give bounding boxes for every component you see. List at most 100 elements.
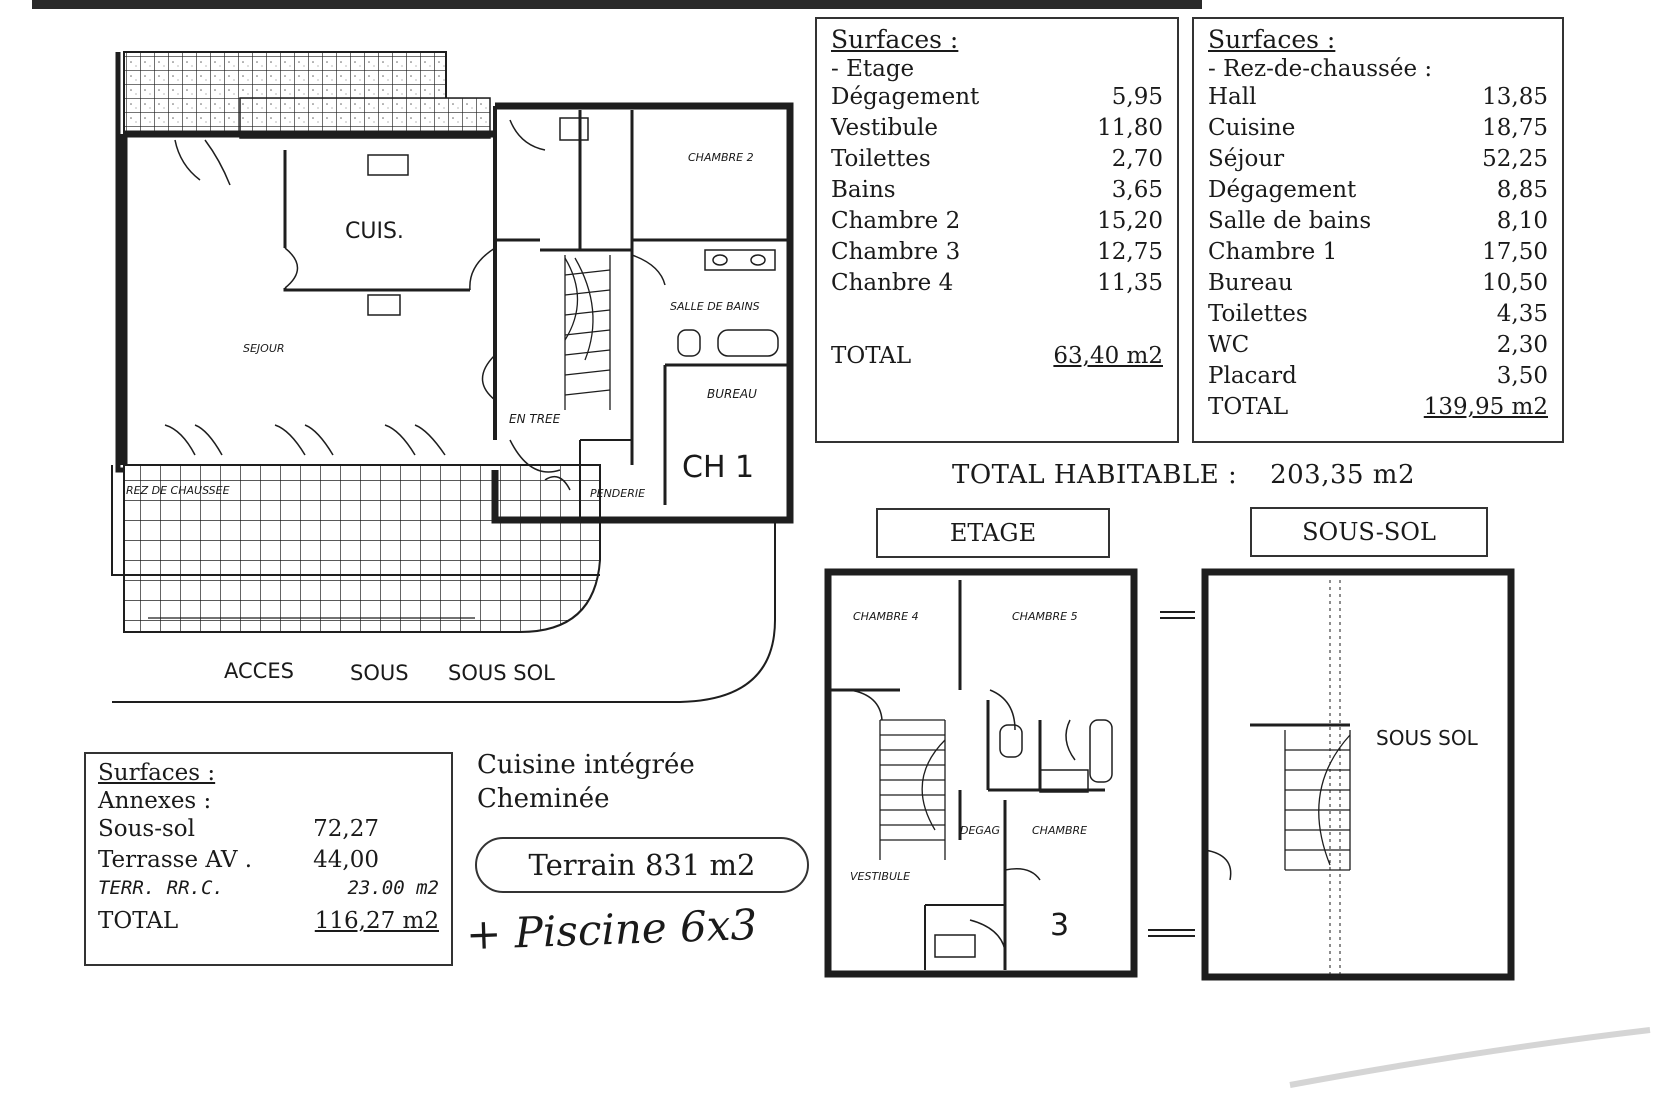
- row-value: 15,20: [1097, 208, 1163, 234]
- label-entree: EN TREE: [509, 412, 561, 426]
- rdc-surfaces-subtitle: - Rez-de-chaussée :: [1208, 56, 1433, 82]
- label-bureau: BUREAU: [707, 387, 757, 401]
- annexes-surfaces-subtitle: Annexes :: [98, 788, 212, 814]
- table-row: Dégagement 5,95: [831, 82, 1163, 113]
- row-value: 11,80: [1097, 115, 1163, 141]
- row-value: 3,50: [1496, 363, 1548, 389]
- table-row: Toilettes 2,70: [831, 144, 1163, 175]
- row-value: 3,65: [1111, 177, 1163, 203]
- row-value: 17,50: [1482, 239, 1548, 265]
- total-habitable-label: TOTAL HABITABLE :: [952, 460, 1238, 490]
- row-value: 23.00 m2: [347, 877, 439, 899]
- row-value: 2,70: [1111, 146, 1163, 172]
- label-salle-de-bains: SALLE DE BAINS: [670, 300, 760, 313]
- label-chambre4: CHAMBRE 4: [853, 610, 919, 623]
- label-ch1: CH 1: [682, 450, 754, 485]
- table-row: Bains 3,65: [831, 175, 1163, 206]
- row-value: 52,25: [1482, 146, 1548, 172]
- plan-connectors: [1148, 611, 1195, 937]
- label-chambre5: CHAMBRE 5: [1012, 610, 1078, 623]
- label-acces: ACCES: [224, 659, 294, 683]
- label-rez-de-chaussee: REZ DE CHAUSSEE: [126, 484, 230, 497]
- row-value: 8,10: [1496, 208, 1548, 234]
- table-row: Cuisine 18,75: [1208, 113, 1548, 144]
- table-row: Toilettes 4,35: [1208, 299, 1548, 330]
- row-label: Chanbre 4: [831, 270, 954, 296]
- table-row: Séjour 52,25: [1208, 144, 1548, 175]
- row-value: 44,00: [313, 847, 379, 873]
- note-cheminee: Cheminée: [477, 784, 610, 814]
- row-value: 72,27: [313, 816, 379, 842]
- label-num3: 3: [1050, 908, 1069, 943]
- row-label: Toilettes: [1208, 301, 1308, 327]
- total-row: TOTAL 139,95 m2: [1208, 392, 1548, 423]
- table-row: Chambre 3 12,75: [831, 237, 1163, 268]
- total-label: TOTAL: [1208, 394, 1289, 420]
- total-habitable-value: 203,35 m2: [1270, 460, 1415, 490]
- table-row: Chambre 1 17,50: [1208, 237, 1548, 268]
- label-degag: DEGAG: [960, 824, 1000, 837]
- row-label: Salle de bains: [1208, 208, 1372, 234]
- label-penderie: PENDERIE: [590, 487, 645, 500]
- terrain-badge: Terrain 831 m2: [475, 837, 809, 893]
- table-row: Chambre 2 15,20: [831, 206, 1163, 237]
- row-label: Placard: [1208, 363, 1297, 389]
- total-label: TOTAL: [98, 908, 179, 934]
- etage-surfaces-subtitle: - Etage: [831, 56, 915, 82]
- table-row: Terrasse AV . 44,00: [98, 845, 439, 876]
- row-label: Chambre 3: [831, 239, 961, 265]
- etage-plan: [824, 568, 1138, 978]
- row-label: Chambre 2: [831, 208, 961, 234]
- table-row: Salle de bains 8,10: [1208, 206, 1548, 237]
- label-sejour: SEJOUR: [243, 342, 285, 355]
- row-label: Toilettes: [831, 146, 931, 172]
- rdc-surfaces-title: Surfaces :: [1208, 25, 1336, 54]
- annexes-surfaces-title: Surfaces :: [98, 760, 216, 786]
- row-label: Dégagement: [831, 84, 980, 110]
- label-chambre3: CHAMBRE: [1032, 824, 1087, 837]
- row-value: 4,35: [1496, 301, 1548, 327]
- label-chambre2: CHAMBRE 2: [688, 151, 754, 164]
- label-sous-sol: SOUS SOL: [1376, 726, 1479, 750]
- total-row: TOTAL 116,27 m2: [98, 906, 439, 937]
- label-cuis: CUIS.: [345, 219, 404, 244]
- row-label: TERR. RR.C.: [98, 877, 224, 899]
- row-label: WC: [1208, 332, 1250, 358]
- table-row: WC 2,30: [1208, 330, 1548, 361]
- row-label: Chambre 1: [1208, 239, 1338, 265]
- piscine-note: + Piscine 6x3: [465, 899, 758, 960]
- total-value: 63,40 m2: [1053, 343, 1163, 369]
- row-value: 12,75: [1097, 239, 1163, 265]
- table-row: Chanbre 4 11,35: [831, 268, 1163, 299]
- label-sous-sol-access: SOUS SOL: [448, 661, 555, 685]
- row-value: 5,95: [1111, 84, 1163, 110]
- etage-header: ETAGE: [876, 508, 1110, 558]
- row-value: 10,50: [1482, 270, 1548, 296]
- note-cuisine: Cuisine intégrée: [477, 750, 695, 780]
- total-value: 139,95 m2: [1423, 394, 1548, 420]
- label-sous: SOUS: [350, 661, 409, 685]
- row-label: Terrasse AV .: [98, 847, 253, 873]
- scan-streak: [1289, 1027, 1651, 1088]
- row-value: 18,75: [1482, 115, 1548, 141]
- row-label: Séjour: [1208, 146, 1285, 172]
- features-note: Cuisine intégrée Cheminée: [477, 748, 695, 816]
- table-row: TERR. RR.C. 23.00 m2: [98, 876, 439, 900]
- total-value: 116,27 m2: [314, 908, 439, 934]
- row-value: 2,30: [1496, 332, 1548, 358]
- top-dark-band: [32, 0, 1202, 9]
- row-value: 11,35: [1097, 270, 1163, 296]
- etage-surfaces-title: Surfaces :: [831, 25, 959, 54]
- row-value: 13,85: [1482, 84, 1548, 110]
- row-label: Bureau: [1208, 270, 1293, 296]
- row-label: Dégagement: [1208, 177, 1357, 203]
- row-label: Bains: [831, 177, 896, 203]
- row-label: Cuisine: [1208, 115, 1296, 141]
